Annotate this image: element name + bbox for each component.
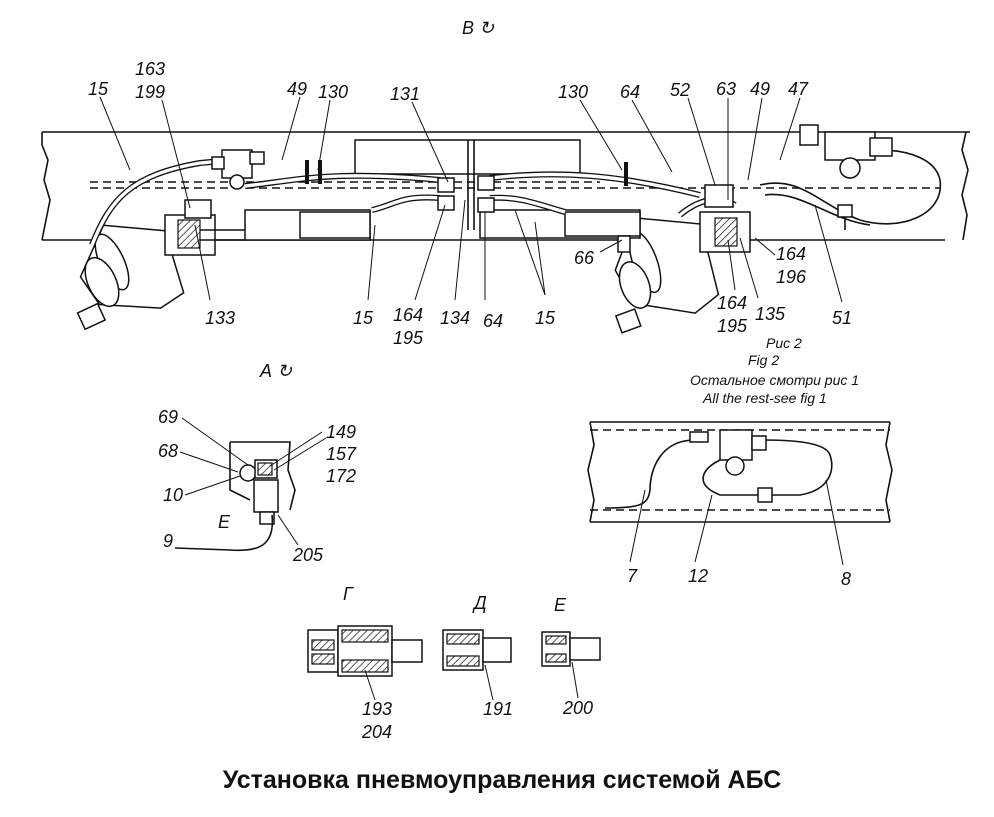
detail-fig2	[587, 421, 893, 566]
callout: 196	[776, 267, 807, 287]
view-labels: В ↻ А ↻ Г Д Е Е	[218, 18, 567, 615]
callout: 199	[135, 82, 165, 102]
callout: 66	[574, 248, 595, 268]
view-v-label: В ↻	[462, 18, 495, 38]
callout: 191	[483, 699, 513, 719]
section-e-fitting	[541, 631, 601, 699]
callout: 163	[135, 59, 165, 79]
callout: 131	[390, 84, 420, 104]
callout: 49	[750, 79, 770, 99]
left-brake-chamber	[76, 214, 245, 331]
right-brake-chamber	[614, 211, 751, 334]
callout: 51	[832, 308, 852, 328]
callout: 63	[716, 79, 736, 99]
callout: 15	[353, 308, 374, 328]
section-g-fitting	[307, 625, 423, 701]
callout: 133	[205, 308, 235, 328]
callout: 9	[163, 531, 173, 551]
label-e: Е	[218, 512, 231, 532]
callout: 135	[755, 304, 786, 324]
note-rest-en: All the rest-see fig 1	[702, 390, 827, 406]
section-g-label: Г	[343, 584, 354, 604]
callout: 130	[558, 82, 588, 102]
modulator-valve-left	[211, 149, 265, 190]
callout: 200	[562, 698, 593, 718]
modulator-valve-right	[799, 124, 893, 230]
callout-numbers: 163 199 15 49 130 131 130 64 52 63 49 47…	[88, 59, 852, 742]
detail-view-a	[174, 417, 327, 552]
callout: 172	[326, 466, 356, 486]
section-d-fitting	[442, 629, 512, 701]
callout: 12	[688, 566, 708, 586]
callout: 7	[627, 566, 638, 586]
callout: 130	[318, 82, 348, 102]
callout: 15	[535, 308, 556, 328]
note-fig: Fig 2	[748, 352, 779, 368]
callout: 149	[326, 422, 356, 442]
callout: 164	[776, 244, 806, 264]
callout: 68	[158, 441, 178, 461]
callout: 157	[326, 444, 357, 464]
callout: 49	[287, 79, 307, 99]
callout: 69	[158, 407, 178, 427]
note-rest-ru: Остальное смотри рис 1	[690, 372, 859, 388]
left-shaft	[244, 209, 371, 241]
central-receiver	[354, 139, 581, 230]
section-e-label: Е	[554, 595, 567, 615]
callout: 164	[393, 305, 423, 325]
callout: 164	[717, 293, 747, 313]
callout: 195	[393, 328, 424, 348]
callout: 134	[440, 308, 470, 328]
right-shaft	[479, 209, 641, 239]
callout: 205	[292, 545, 324, 565]
callout: 193	[362, 699, 392, 719]
callout: 10	[163, 485, 183, 505]
callout: 64	[483, 311, 503, 331]
callout: 8	[841, 569, 851, 589]
figure-notes: Рис 2 Fig 2 Остальное смотри рис 1 All t…	[690, 335, 859, 406]
drawing-title: Установка пневмоуправления системой АБС	[223, 766, 782, 794]
tee-fittings	[184, 175, 734, 253]
section-d-label: Д	[472, 593, 487, 613]
clamps	[305, 160, 628, 186]
callout: 47	[788, 79, 809, 99]
callout: 15	[88, 79, 109, 99]
callout: 204	[361, 722, 392, 742]
note-ris: Рис 2	[766, 335, 802, 351]
callout: 195	[717, 316, 748, 336]
view-a-label: А ↻	[259, 361, 293, 381]
leader-lines-main	[99, 96, 843, 303]
callout: 64	[620, 82, 640, 102]
callout: 52	[670, 80, 690, 100]
